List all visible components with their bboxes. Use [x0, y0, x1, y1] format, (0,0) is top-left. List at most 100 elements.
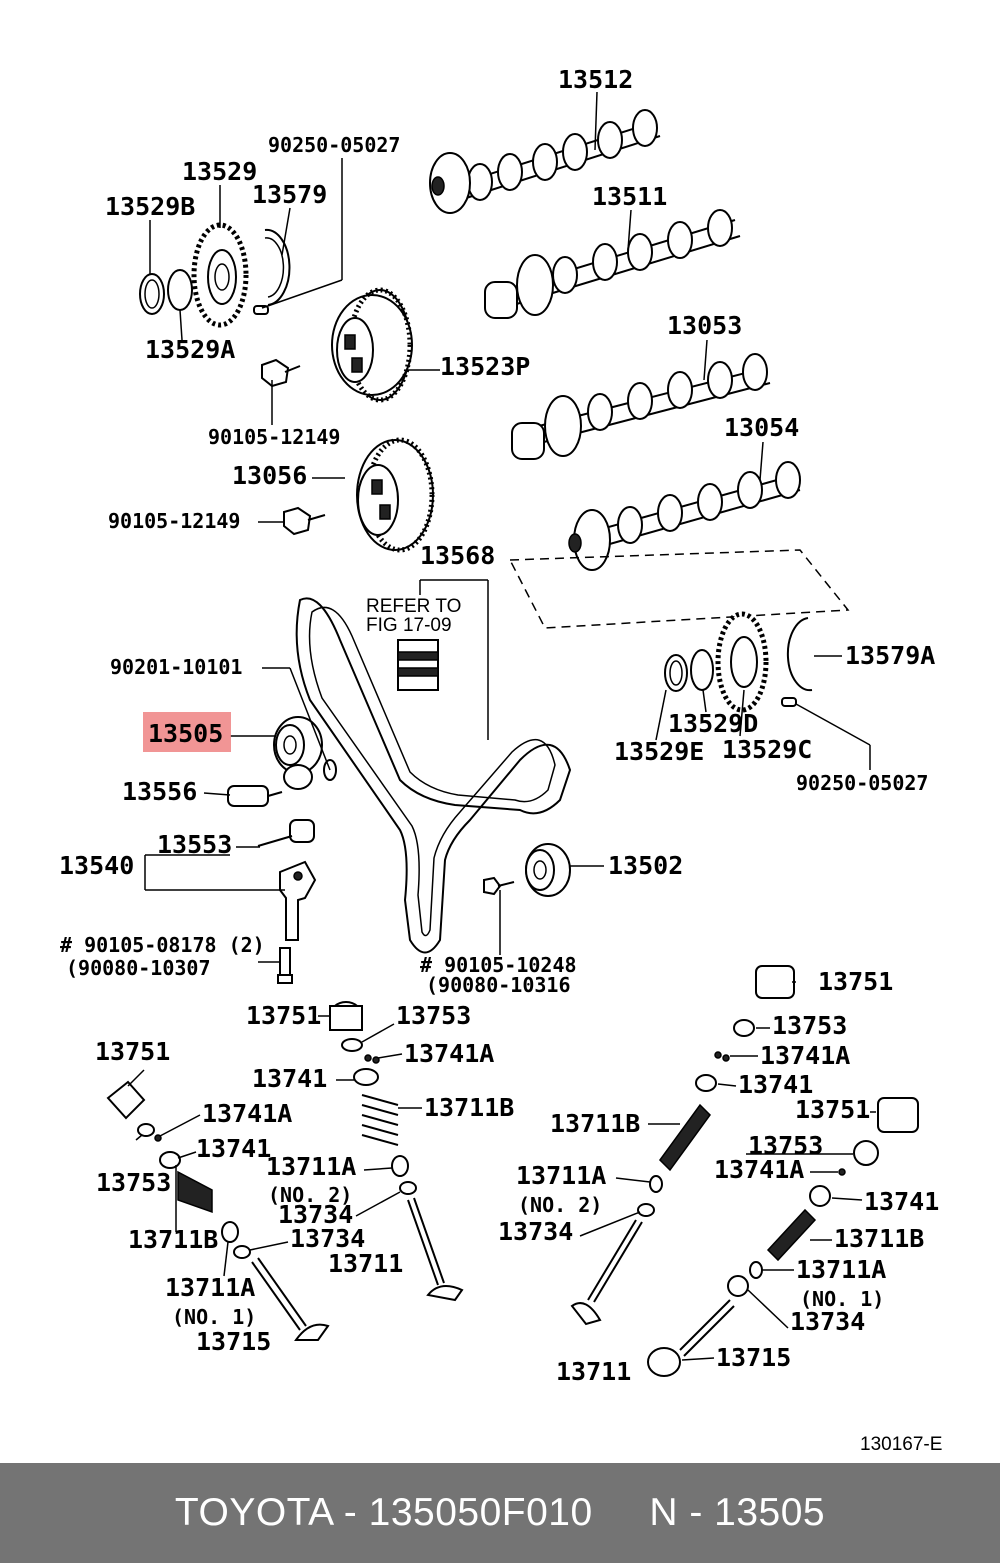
leader-lines [144, 91, 871, 963]
snap-ring-13529b [139, 273, 165, 315]
label-90105-lower: # 90105-08178 (2) [60, 933, 265, 957]
pulley-13523p [331, 287, 413, 403]
valve-train-right [570, 965, 919, 1377]
label-13502: 13502 [608, 851, 683, 880]
label-90080-right: (90080-10316 [426, 973, 571, 997]
label-13529b: 13529B [105, 192, 195, 221]
label-r-13711bb: 13711B [834, 1224, 924, 1253]
tensioner-13505 [273, 716, 337, 790]
bolt-90105-top [261, 358, 301, 388]
refer-icon [397, 639, 439, 691]
label-13054: 13054 [724, 413, 799, 442]
bolt-13556 [227, 785, 283, 807]
camshaft-13511 [484, 209, 741, 319]
gear-13529 [191, 222, 249, 328]
snap-ring-13529e [664, 654, 688, 692]
dashed-outline [508, 549, 850, 629]
label-13056: 13056 [232, 461, 307, 490]
timing-belt-13568 [295, 597, 572, 954]
camshaft-13512 [429, 109, 661, 214]
label-l-13741a: 13741A [202, 1099, 292, 1128]
valve-train-left [106, 1080, 330, 1341]
label-r-13741a: 13741 [738, 1070, 813, 1099]
label-m-no2: (NO. 2) [268, 1183, 352, 1207]
footer-bar: TOYOTA - 135050F010 N - 13505 [0, 1463, 1000, 1563]
label-m-13734: 13734 [278, 1200, 353, 1229]
footer-part-number: TOYOTA - 135050F010 N - 13505 [174, 1491, 826, 1534]
label-r-no2: (NO. 2) [518, 1193, 602, 1217]
label-l-13715: 13715 [196, 1327, 271, 1356]
label-90201: 90201-10101 [110, 655, 242, 679]
ring-13529a [167, 269, 193, 311]
label-l-no1: (NO. 1) [172, 1305, 256, 1329]
label-m-13711: 13711 [328, 1249, 403, 1278]
label-l-13711a: 13711A [165, 1273, 255, 1302]
label-r-13751b: 13751 [795, 1095, 870, 1124]
label-m-13741a: 13741A [404, 1039, 494, 1068]
label-13529a: 13529A [145, 335, 235, 364]
label-13053: 13053 [667, 311, 742, 340]
bracket-13553 [257, 819, 315, 847]
bolt-90105-mid [283, 506, 326, 536]
label-l-13751: 13751 [95, 1037, 170, 1066]
label-m-13753: 13753 [396, 1001, 471, 1030]
label-l-13734: 13734 [290, 1224, 365, 1253]
label-90250-top: 90250-05027 [268, 133, 400, 157]
snap-ring-13579 [264, 228, 291, 306]
label-13529c: 13529C [722, 735, 812, 764]
label-m-13741: 13741 [252, 1064, 327, 1093]
bolt-90105-lower [277, 947, 293, 984]
snap-ring-13579a [786, 617, 813, 692]
label-13529e: 13529E [614, 737, 704, 766]
label-13579: 13579 [252, 180, 327, 209]
label-l-13753: 13753 [96, 1168, 171, 1197]
pin-90250 [253, 305, 269, 315]
label-m-13711b: 13711B [424, 1093, 514, 1122]
label-r-13741b: 13741 [864, 1187, 939, 1216]
label-90105-right: # 90105-10248 [420, 953, 577, 977]
label-90105-top: 90105-12149 [208, 425, 340, 449]
label-13568: 13568 [420, 541, 495, 570]
label-13556: 13556 [122, 777, 197, 806]
idler-13502 [525, 843, 571, 897]
label-r-13711aa: 13711A [516, 1161, 606, 1190]
label-r-13711ab: 13711A [796, 1255, 886, 1284]
label-m-13751: 13751 [246, 1001, 321, 1030]
label-r-13734b: 13734 [790, 1307, 865, 1336]
label-13512: 13512 [558, 65, 633, 94]
label-13579a: 13579A [845, 641, 935, 670]
refer-line1: REFER TO [366, 596, 461, 617]
label-r-13715: 13715 [716, 1343, 791, 1372]
camshaft-13053 [511, 353, 771, 460]
camshaft-13054 [568, 461, 801, 571]
label-r-13741aa: 13741A [760, 1041, 850, 1070]
label-13540: 13540 [59, 851, 134, 880]
label-r-13711: 13711 [556, 1357, 631, 1386]
pin-90250-right [781, 697, 797, 707]
label-r-13711ba: 13711B [550, 1109, 640, 1138]
label-r-13751a: 13751 [818, 967, 893, 996]
label-r-13734a: 13734 [498, 1217, 573, 1246]
parts-diagram: 13512 13511 90250-05027 13529 13579 1352… [59, 65, 942, 1455]
label-m-13711a: 13711A [266, 1152, 356, 1181]
ring-13529d [690, 649, 714, 691]
gear-13529c [715, 611, 769, 713]
label-13511: 13511 [592, 182, 667, 211]
highlight-13505 [143, 712, 231, 752]
label-l-13711b: 13711B [128, 1225, 218, 1254]
figure-code: 130167-E [860, 1434, 942, 1455]
tensioner-13540 [279, 860, 317, 941]
label-90250-right: 90250-05027 [796, 771, 928, 795]
bolt-90105-right [483, 876, 515, 896]
label-13529: 13529 [182, 157, 257, 186]
label-r-13753b: 13753 [748, 1131, 823, 1160]
label-90105-mid: 90105-12149 [108, 509, 240, 533]
valve-train-middle [329, 1001, 464, 1302]
refer-line2: FIG 17-09 [366, 615, 452, 636]
label-r-13741ab: 13741A [714, 1155, 804, 1184]
label-13523p: 13523P [440, 352, 530, 381]
pulley-13056 [356, 437, 435, 553]
lower-leader-lines [127, 981, 876, 1361]
label-13505: 13505 [148, 719, 223, 748]
label-r-no1: (NO. 1) [800, 1287, 884, 1311]
